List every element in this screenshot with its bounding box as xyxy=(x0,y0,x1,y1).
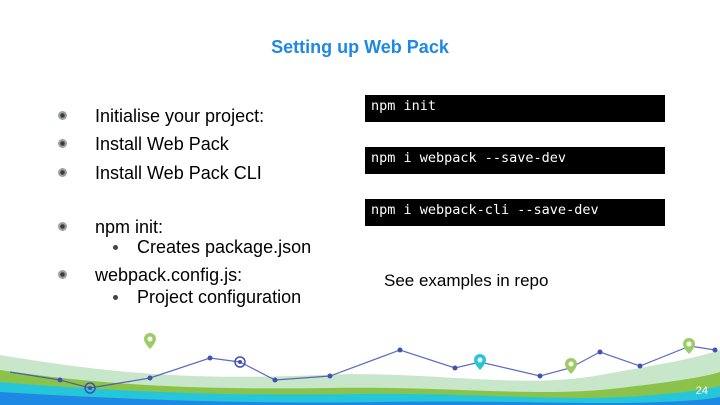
bullet-install-webpack-cli: Install Web Pack CLI xyxy=(95,163,262,183)
code-install-webpack-cli: npm i webpack-cli --save-dev xyxy=(365,199,665,226)
bullet-icon xyxy=(58,139,67,148)
sub-bullet-package-json: Creates package.json xyxy=(137,237,312,257)
location-pin-icon xyxy=(144,333,156,349)
slide-title: Setting up Web Pack xyxy=(271,37,449,57)
code-npm-init: npm init xyxy=(365,95,665,122)
bullet-npm-init: npm init: xyxy=(95,217,164,237)
sub-bullet-icon xyxy=(113,295,118,300)
bullet-install-webpack: Install Web Pack xyxy=(95,134,229,154)
page-number: 24 xyxy=(695,385,708,397)
repo-note: See examples in repo xyxy=(384,271,549,290)
bullet-icon xyxy=(58,270,67,279)
sub-bullet-icon xyxy=(113,245,118,250)
bullet-initialise: Initialise your project: xyxy=(95,106,265,126)
code-install-webpack: npm i webpack --save-dev xyxy=(365,147,665,174)
bullet-webpack-config: webpack.config.js: xyxy=(95,265,243,285)
sub-bullet-project-config: Project configuration xyxy=(137,287,302,307)
location-pin-icon xyxy=(474,354,486,370)
bullet-icon xyxy=(58,111,67,120)
bullet-icon xyxy=(58,168,67,177)
bullet-icon xyxy=(58,222,67,231)
location-pin-icon xyxy=(683,338,695,354)
location-pin-icon xyxy=(565,358,577,374)
footer-wave-decoration xyxy=(0,345,720,405)
